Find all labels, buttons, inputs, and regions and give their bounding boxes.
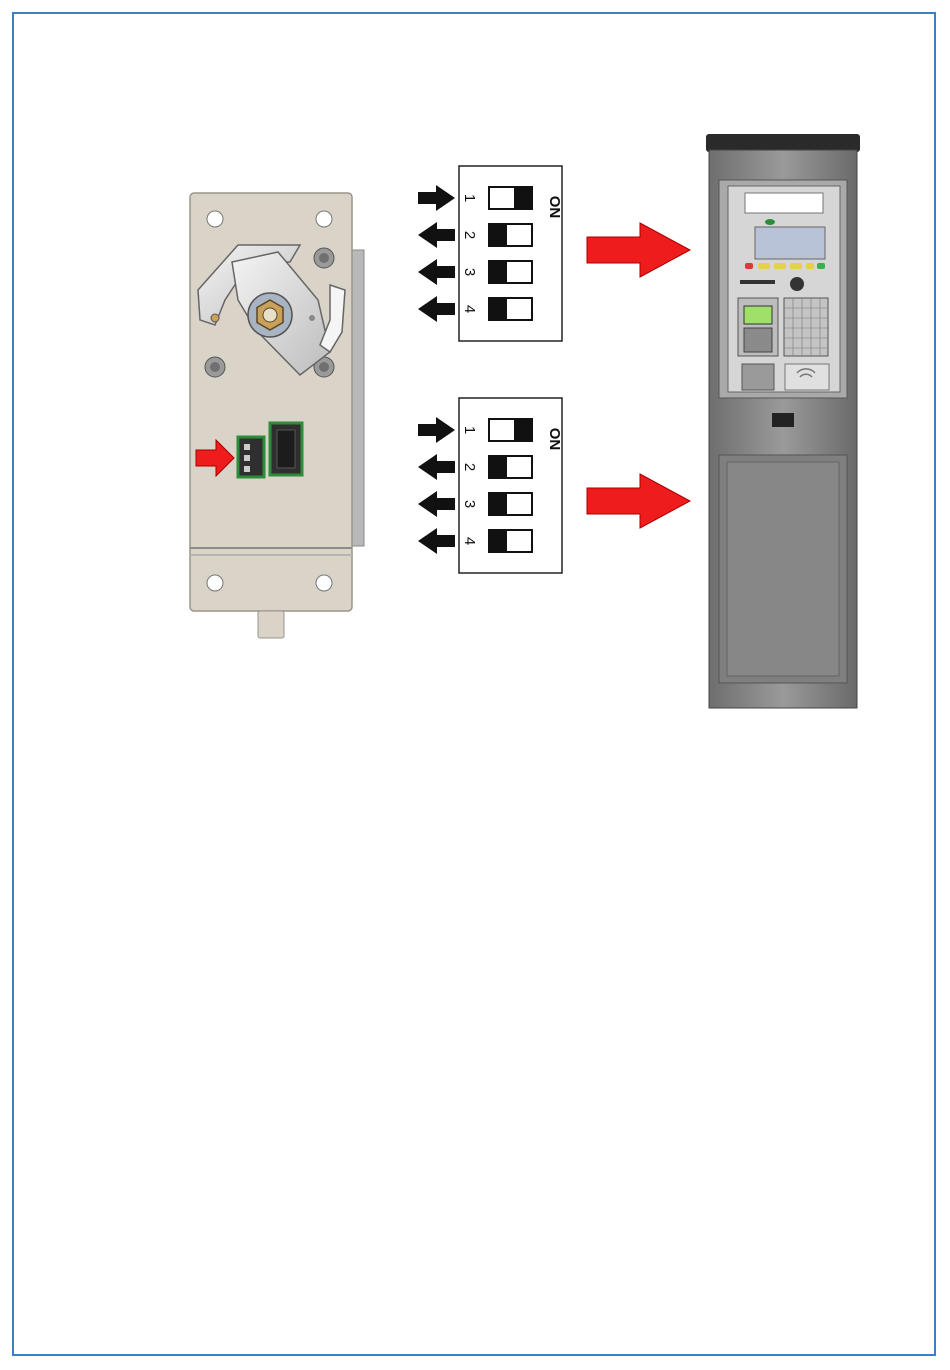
- dip-switch-number: 4: [461, 537, 478, 545]
- meter-screen: [744, 306, 772, 324]
- dip-switch-number: 3: [461, 268, 478, 276]
- dip-switch-number: 4: [461, 305, 478, 313]
- dip-switch-knob: [489, 456, 507, 478]
- dip-switch-knob: [489, 530, 507, 552]
- dip-switch-knob: [489, 493, 507, 515]
- left-arrow-icon: [418, 296, 455, 322]
- left-arrow-icon: [418, 259, 455, 285]
- right-arrow-icon: [418, 185, 455, 211]
- dip-on-label: ON: [546, 428, 563, 451]
- dip-switch-number: 1: [461, 426, 478, 434]
- dip-switch-number: 2: [461, 463, 478, 471]
- dip-switch-knob: [514, 187, 532, 209]
- left-arrow-icon: [418, 528, 455, 554]
- dip-switch-number: 2: [461, 231, 478, 239]
- dip-switch-number: 3: [461, 500, 478, 508]
- red-arrow-icon: [587, 474, 690, 528]
- left-arrow-icon: [418, 222, 455, 248]
- dip-switch-knob: [514, 419, 532, 441]
- dip-on-label: ON: [546, 196, 563, 219]
- connector-socket: [270, 423, 302, 475]
- dip-switch-knob: [489, 298, 507, 320]
- connector-header: [238, 437, 264, 477]
- dip-switch-panel-bottom: ON 1 2 3 4: [418, 398, 563, 573]
- dip-switch-panel-top: ON 1 2 3 4: [418, 166, 563, 341]
- red-arrow-icon: [587, 223, 690, 277]
- right-arrow-icon: [418, 417, 455, 443]
- dip-switch-knob: [489, 224, 507, 246]
- left-arrow-icon: [418, 454, 455, 480]
- dip-switch-number: 1: [461, 194, 478, 202]
- parking-meter: [706, 134, 860, 708]
- left-arrow-icon: [418, 491, 455, 517]
- dip-switch-knob: [489, 261, 507, 283]
